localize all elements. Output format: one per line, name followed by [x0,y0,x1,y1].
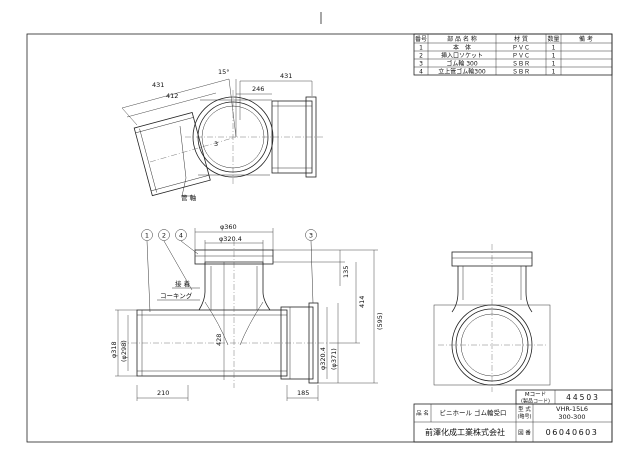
dim-phi318: φ318 [110,341,118,358]
side-view [433,244,551,392]
dim-210: 210 [157,389,169,397]
dim-phi3204-top: φ320.4 [219,235,242,243]
label-adhesive: 接 着 [175,279,191,288]
model-value-1: VHR-15L6 [556,405,588,413]
dim-phi371: (φ371) [330,348,338,370]
name-label: 品 名 [416,409,429,417]
model-sub: (略号) [518,413,532,420]
model-label: 型 式 [518,405,531,413]
parts-row-qty: 1 [552,53,556,60]
dim-185: 185 [297,389,309,397]
front-view: 1 2 4 3 接 着 コーキング φ360 φ320.4 135 414 (5… [110,223,384,401]
name-value: ビニホール ゴム輪受口 [439,408,506,417]
parts-row-name: 本 体 [453,44,471,52]
dim-431-right: 431 [280,72,292,80]
parts-row-qty: 1 [552,69,556,76]
callout-4: 4 [179,232,183,240]
parts-row-no: 2 [419,53,423,60]
parts-header-remarks: 備 考 [579,35,593,43]
parts-row-material: ＳＢＲ [512,61,530,68]
dim-phi360: φ360 [220,223,237,231]
parts-row-qty: 1 [552,61,556,68]
parts-header-no: 番号 [415,36,427,43]
m-code-label: Mコード [525,391,546,398]
parts-row-name: ゴム輪 300 [446,60,478,68]
drawing-no-label: 図 番 [518,430,531,437]
top-view: 管 軸 3 431 412 15° 246 431 [121,68,325,202]
company-name: 前澤化成工業株式会社 [425,427,505,437]
parts-header-name: 部 品 名 称 [447,35,477,43]
model-value-2: 300-300 [558,413,585,421]
drawing-border [26,33,613,443]
parts-header-material: 材 質 [514,35,528,43]
callout-2: 2 [162,232,166,240]
parts-row-no: 4 [419,69,423,76]
parts-row-qty: 1 [552,45,556,52]
parts-row-material: ＳＢＲ [512,69,530,76]
dim-angle: 15° [218,68,230,76]
dim-412: 412 [166,92,178,100]
dim-414: 414 [358,296,366,308]
callout-3: 3 [309,232,313,240]
title-block: Mコード (製品コード) 44503 品 名 ビニホール ゴム輪受口 型 式 (… [413,389,613,443]
label-caulking: コーキング [160,291,193,300]
parts-row-material: ＰＶＣ [512,53,530,60]
dim-phi3204-side: φ320.4 [319,347,327,370]
parts-row-no: 3 [419,61,423,68]
dim-431-left: 431 [152,81,164,89]
dim-phi298: (φ298) [120,340,128,362]
dim-595: (595) [376,313,384,330]
parts-row-no: 1 [419,45,423,52]
parts-table: 番号 部 品 名 称 材 質 数量 備 考 1 本 体 ＰＶＣ 1 2 挿入口ソ… [413,33,613,76]
dim-246: 246 [252,85,264,93]
parts-row-name: 立上管ゴム輪300 [438,68,486,76]
label-pipe-axis: 管 軸 [181,193,197,202]
dim-135: 135 [342,266,350,278]
parts-row-name: 挿入口ソケット [441,52,483,60]
drawing-no-value: 06040603 [546,428,599,437]
label-invert: 3 [214,140,218,148]
parts-row-material: ＰＶＣ [512,45,530,52]
product-code-label: (製品コード) [521,398,550,405]
m-code-value: 44503 [566,393,600,402]
dim-428: 428 [215,334,223,346]
callout-1: 1 [145,232,149,240]
parts-header-qty: 数量 [547,35,559,43]
